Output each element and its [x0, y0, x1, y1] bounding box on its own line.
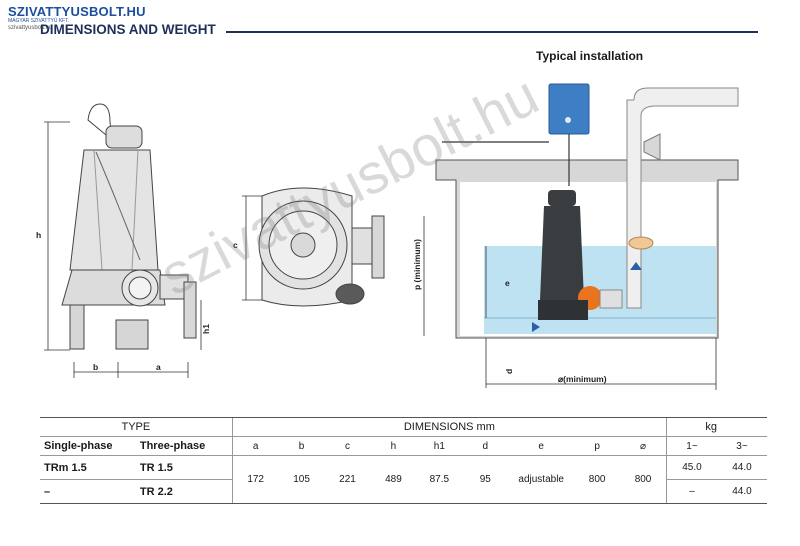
value-h: 489 [370, 455, 417, 504]
dim-label-b: b [93, 362, 98, 372]
logo-name: SZIVATTYUSBOLT.HU [8, 4, 146, 19]
value-kg-single: – [665, 479, 717, 504]
col-single-phase: Single-phase [40, 436, 136, 456]
col-c: c [324, 436, 371, 456]
dim-label-c: c [233, 240, 238, 250]
technical-drawings: h b a h1 c [36, 83, 739, 390]
table-row: TRm 1.5 TR 1.5 172 105 221 489 87.5 95 a… [40, 455, 767, 504]
value-p: 800 [574, 455, 621, 504]
installation-diagram [435, 83, 739, 339]
installation-dimension-lines [423, 216, 717, 390]
dim-label-a: a [156, 362, 161, 372]
logo-tagline: MAGYAR SZIVATTYÚ KFT. [8, 18, 70, 24]
dim-label-h1: h1 [201, 324, 211, 334]
dim-label-e: e [505, 278, 510, 288]
installation-title: Typical installation [536, 49, 644, 63]
side-dimension-lines [44, 121, 202, 378]
dim-label-h: h [36, 230, 41, 240]
type-header: TYPE [40, 417, 233, 437]
col-p: p [574, 436, 621, 456]
kg-header: kg [666, 417, 767, 437]
value-d: 95 [462, 455, 509, 504]
value-kg-three: 44.0 [716, 479, 767, 504]
dim-label-d: d [504, 369, 514, 374]
value-a: 172 [231, 455, 279, 504]
value-c: 221 [324, 455, 371, 504]
row-single-phase: – [40, 479, 136, 504]
dim-label-p-minimum: p (minimum) [412, 239, 422, 290]
col-diameter: ⌀ [620, 436, 667, 456]
row-single-phase: TRm 1.5 [40, 455, 136, 480]
dim-label-diameter-minimum: ⌀(minimum) [558, 374, 607, 384]
col-e: e [508, 436, 575, 456]
row-three-phase: TR 1.5 [135, 455, 233, 480]
col-kg-three: 3~ [716, 436, 767, 456]
value-kg-three: 44.0 [716, 455, 767, 480]
value-diameter: 800 [620, 455, 667, 504]
row-three-phase: TR 2.2 [135, 479, 233, 504]
value-kg-single: 45.0 [665, 455, 717, 480]
value-b: 105 [278, 455, 325, 504]
value-h1: 87.5 [416, 455, 463, 504]
dimensions-table: TYPE DIMENSIONS mm kg Single-phase Three… [40, 417, 767, 504]
col-three-phase: Three-phase [135, 436, 233, 456]
col-a: a [231, 436, 279, 456]
dimensions-header: DIMENSIONS mm [231, 417, 667, 437]
col-b: b [278, 436, 325, 456]
logo-url: szivattyusbolt.hu [8, 25, 53, 31]
col-h1: h1 [416, 436, 463, 456]
col-kg-single: 1~ [665, 436, 717, 456]
value-e: adjustable [508, 455, 575, 504]
pump-side-view [61, 103, 197, 350]
page-title: DIMENSIONS AND WEIGHT [40, 22, 216, 37]
site-logo: SZIVATTYUSBOLT.HU MAGYAR SZIVATTYÚ KFT. … [8, 4, 146, 31]
pump-top-view [258, 187, 385, 307]
col-h: h [370, 436, 417, 456]
table-row: – TR 2.2 – 44.0 [40, 479, 767, 504]
title-rule [226, 31, 758, 33]
col-d: d [462, 436, 509, 456]
